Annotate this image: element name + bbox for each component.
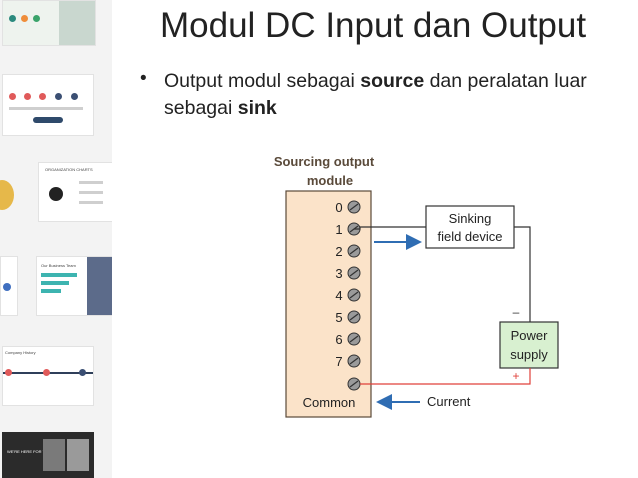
text-bar — [79, 201, 103, 204]
common-label: Common — [303, 395, 356, 410]
terminal-common — [347, 377, 361, 391]
arrow-shape — [3, 283, 11, 291]
green-dot — [33, 15, 40, 22]
terminal-label-4: 4 — [335, 288, 342, 303]
terminal-label-7: 7 — [335, 354, 342, 369]
bullet-bold-sink: sink — [237, 97, 277, 119]
slide-thumbnail-2[interactable] — [2, 74, 94, 136]
bar-2 — [41, 281, 69, 285]
terminal-label-1: 1 — [335, 222, 342, 237]
terminal-label-2: 2 — [335, 244, 342, 259]
terminal-6: 6 — [335, 332, 361, 347]
company-history-title: Company History — [5, 350, 36, 355]
module-title-line2: module — [307, 173, 353, 188]
chart-blob — [0, 180, 14, 210]
power-supply-box — [499, 321, 559, 369]
slide-title: Modul DC Input dan Output — [160, 6, 587, 45]
orange-dot — [21, 15, 28, 22]
slide-thumbnail-3-partial[interactable] — [0, 162, 14, 218]
blue-dot — [79, 369, 86, 376]
text-bar — [79, 191, 103, 194]
teal-dot — [9, 15, 16, 22]
sinking-label-line1: Sinking — [449, 211, 492, 226]
text-bar — [9, 107, 83, 110]
org-chart-node — [49, 187, 63, 201]
navy-dot — [71, 93, 78, 100]
red-dot — [9, 93, 16, 100]
plus-sign: + — [512, 369, 519, 383]
photo — [67, 439, 89, 471]
bar-3 — [41, 289, 61, 293]
terminal-4: 4 — [335, 288, 361, 303]
team-photo — [87, 257, 112, 315]
bullet-text-part2: dan peralatan luar sebagai — [164, 70, 587, 119]
person-photo — [59, 1, 95, 45]
terminal-label-6: 6 — [335, 332, 342, 347]
sourcing-output-diagram: Sourcing output module 0 1 2 3 4 5 6 7 — [274, 154, 559, 418]
slide-thumbnail-5-partial[interactable] — [0, 256, 18, 316]
current-label: Current — [427, 394, 471, 409]
slide-thumbnail-6[interactable]: Our Business Team — [36, 256, 112, 316]
terminal-7: 7 — [335, 354, 361, 369]
business-team-title: Our Business Team — [41, 263, 76, 268]
text-bar — [79, 181, 103, 184]
slide-thumbnail-7[interactable]: Company History — [2, 346, 94, 406]
slide-thumbnail-8[interactable]: WE'RE HERE FOR YOU — [2, 432, 94, 478]
bar-1 — [41, 273, 77, 277]
terminal-2: 2 — [335, 244, 361, 259]
red-dot — [43, 369, 50, 376]
bullet-text: Output modul sebagai source dan peralata… — [164, 68, 614, 122]
photo — [43, 439, 65, 471]
red-dot — [39, 93, 46, 100]
slide-thumbnail-4[interactable]: ORGANIZATION CHARTS — [38, 162, 112, 222]
red-dot — [5, 369, 12, 376]
org-chart-title: ORGANIZATION CHARTS — [45, 167, 93, 172]
bullet-text-part1: Output modul sebagai — [164, 70, 361, 92]
terminal-label-3: 3 — [335, 266, 342, 281]
power-label-line2: supply — [510, 347, 548, 362]
tagline-text: WE'RE HERE FOR YOU — [7, 449, 52, 454]
bullet-marker: • — [140, 68, 147, 89]
wire-power-plus-to-common — [360, 368, 531, 385]
terminal-0: 0 — [335, 200, 361, 215]
minus-sign: – — [513, 305, 520, 319]
slide-thumbnail-strip: ORGANIZATION CHARTS Our Business Team Co… — [0, 0, 112, 478]
navy-dot — [55, 93, 62, 100]
power-label-line1: Power — [511, 328, 549, 343]
wire-device-to-power-minus — [514, 226, 531, 322]
terminal-label-5: 5 — [335, 310, 342, 325]
pill-button — [33, 117, 63, 123]
wire-terminal1-to-device — [354, 226, 426, 230]
module-title-line1: Sourcing output — [274, 154, 375, 169]
terminal-5: 5 — [335, 310, 361, 325]
sinking-label-line2: field device — [437, 229, 502, 244]
terminal-label-0: 0 — [335, 200, 342, 215]
terminal-3: 3 — [335, 266, 361, 281]
red-dot — [24, 93, 31, 100]
slide-thumbnail-1[interactable] — [2, 0, 96, 46]
sinking-field-device-box — [425, 205, 515, 249]
bullet-bold-source: source — [360, 70, 425, 92]
